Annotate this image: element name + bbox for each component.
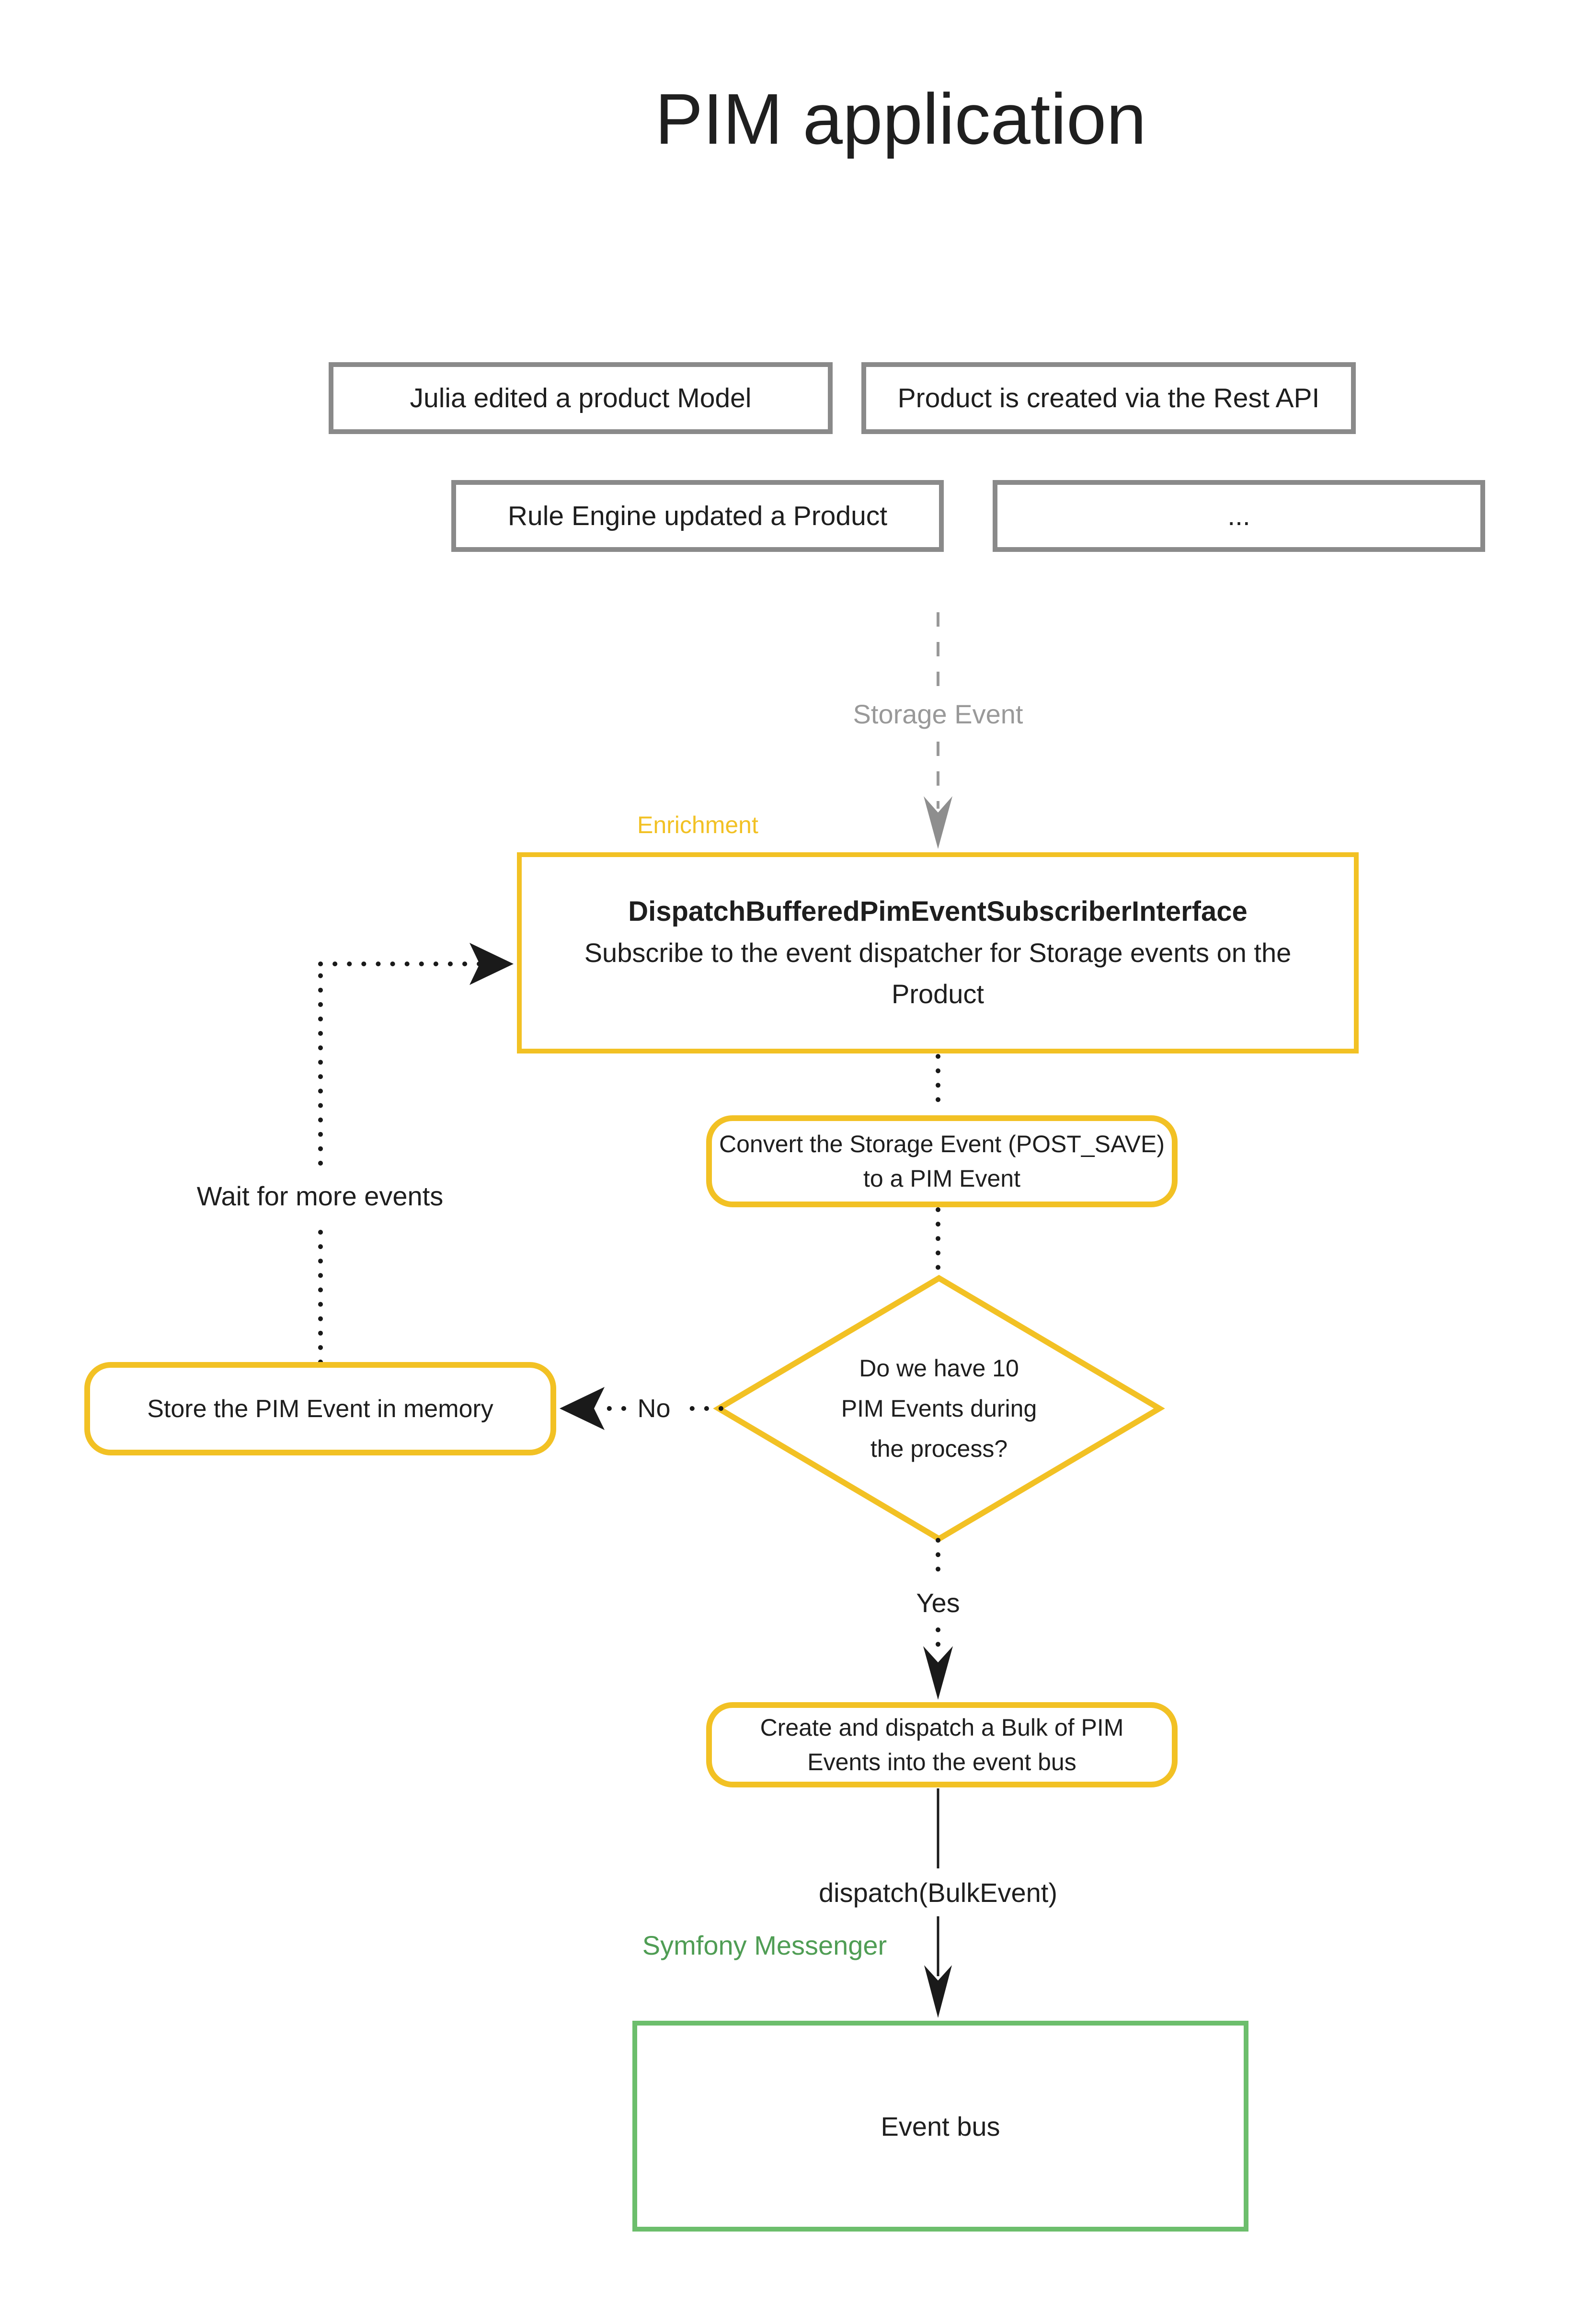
source-box-rest-api: Product is created via the Rest API [861,362,1356,434]
source-box-rule-engine-label: Rule Engine updated a Product [507,501,888,531]
subscriber-box-line2: Product [892,979,984,1009]
bulk-box: Create and dispatch a Bulk of PIM Events… [706,1702,1178,1787]
decision-text: Do we have 10 PIM Events during the proc… [771,1347,1107,1470]
source-box-julia: Julia edited a product Model [329,362,833,434]
decision-line3: the process? [870,1435,1008,1462]
dispatch-arrowhead-icon [924,1965,952,2018]
convert-box-line1: Convert the Storage Event (POST_SAVE) [719,1131,1165,1157]
decision-line1: Do we have 10 [859,1355,1019,1382]
store-box: Store the PIM Event in memory [84,1362,556,1455]
convert-box: Convert the Storage Event (POST_SAVE) to… [706,1115,1178,1207]
source-box-ellipsis: ... [993,480,1485,552]
event-bus-box: Event bus [632,2021,1248,2232]
bulk-box-line2: Events into the event bus [807,1749,1076,1775]
subscriber-box-line1: Subscribe to the event dispatcher for St… [584,938,1292,968]
source-box-ellipsis-label: ... [1227,501,1250,531]
convert-box-line2: to a PIM Event [863,1165,1020,1192]
source-box-rule-engine: Rule Engine updated a Product [451,480,944,552]
decision-line2: PIM Events during [841,1395,1037,1422]
page-title: PIM application [655,79,1146,159]
dispatch-label: dispatch(BulkEvent) [809,1873,1067,1912]
storage-event-label: Storage Event [818,695,1058,733]
wait-label: Wait for more events [176,1178,464,1214]
loop-arrowhead-icon [469,943,514,985]
yes-arrowhead-icon [923,1646,953,1700]
storage-event-arrowhead-icon [924,796,952,849]
bulk-box-line1: Create and dispatch a Bulk of PIM [760,1714,1124,1741]
subscriber-box: DispatchBufferedPimEventSubscriberInterf… [517,852,1359,1053]
yes-label: Yes [904,1584,972,1621]
subscriber-box-title: DispatchBufferedPimEventSubscriberInterf… [628,896,1248,927]
no-label: No [628,1390,680,1427]
source-box-rest-api-label: Product is created via the Rest API [897,383,1320,413]
event-bus-label: Event bus [881,2111,1000,2141]
symfony-messenger-label: Symfony Messenger [642,1930,887,1960]
source-box-julia-label: Julia edited a product Model [410,383,752,413]
no-arrowhead-icon [560,1387,605,1430]
enrichment-label: Enrichment [637,812,758,838]
store-box-label: Store the PIM Event in memory [147,1395,493,1423]
